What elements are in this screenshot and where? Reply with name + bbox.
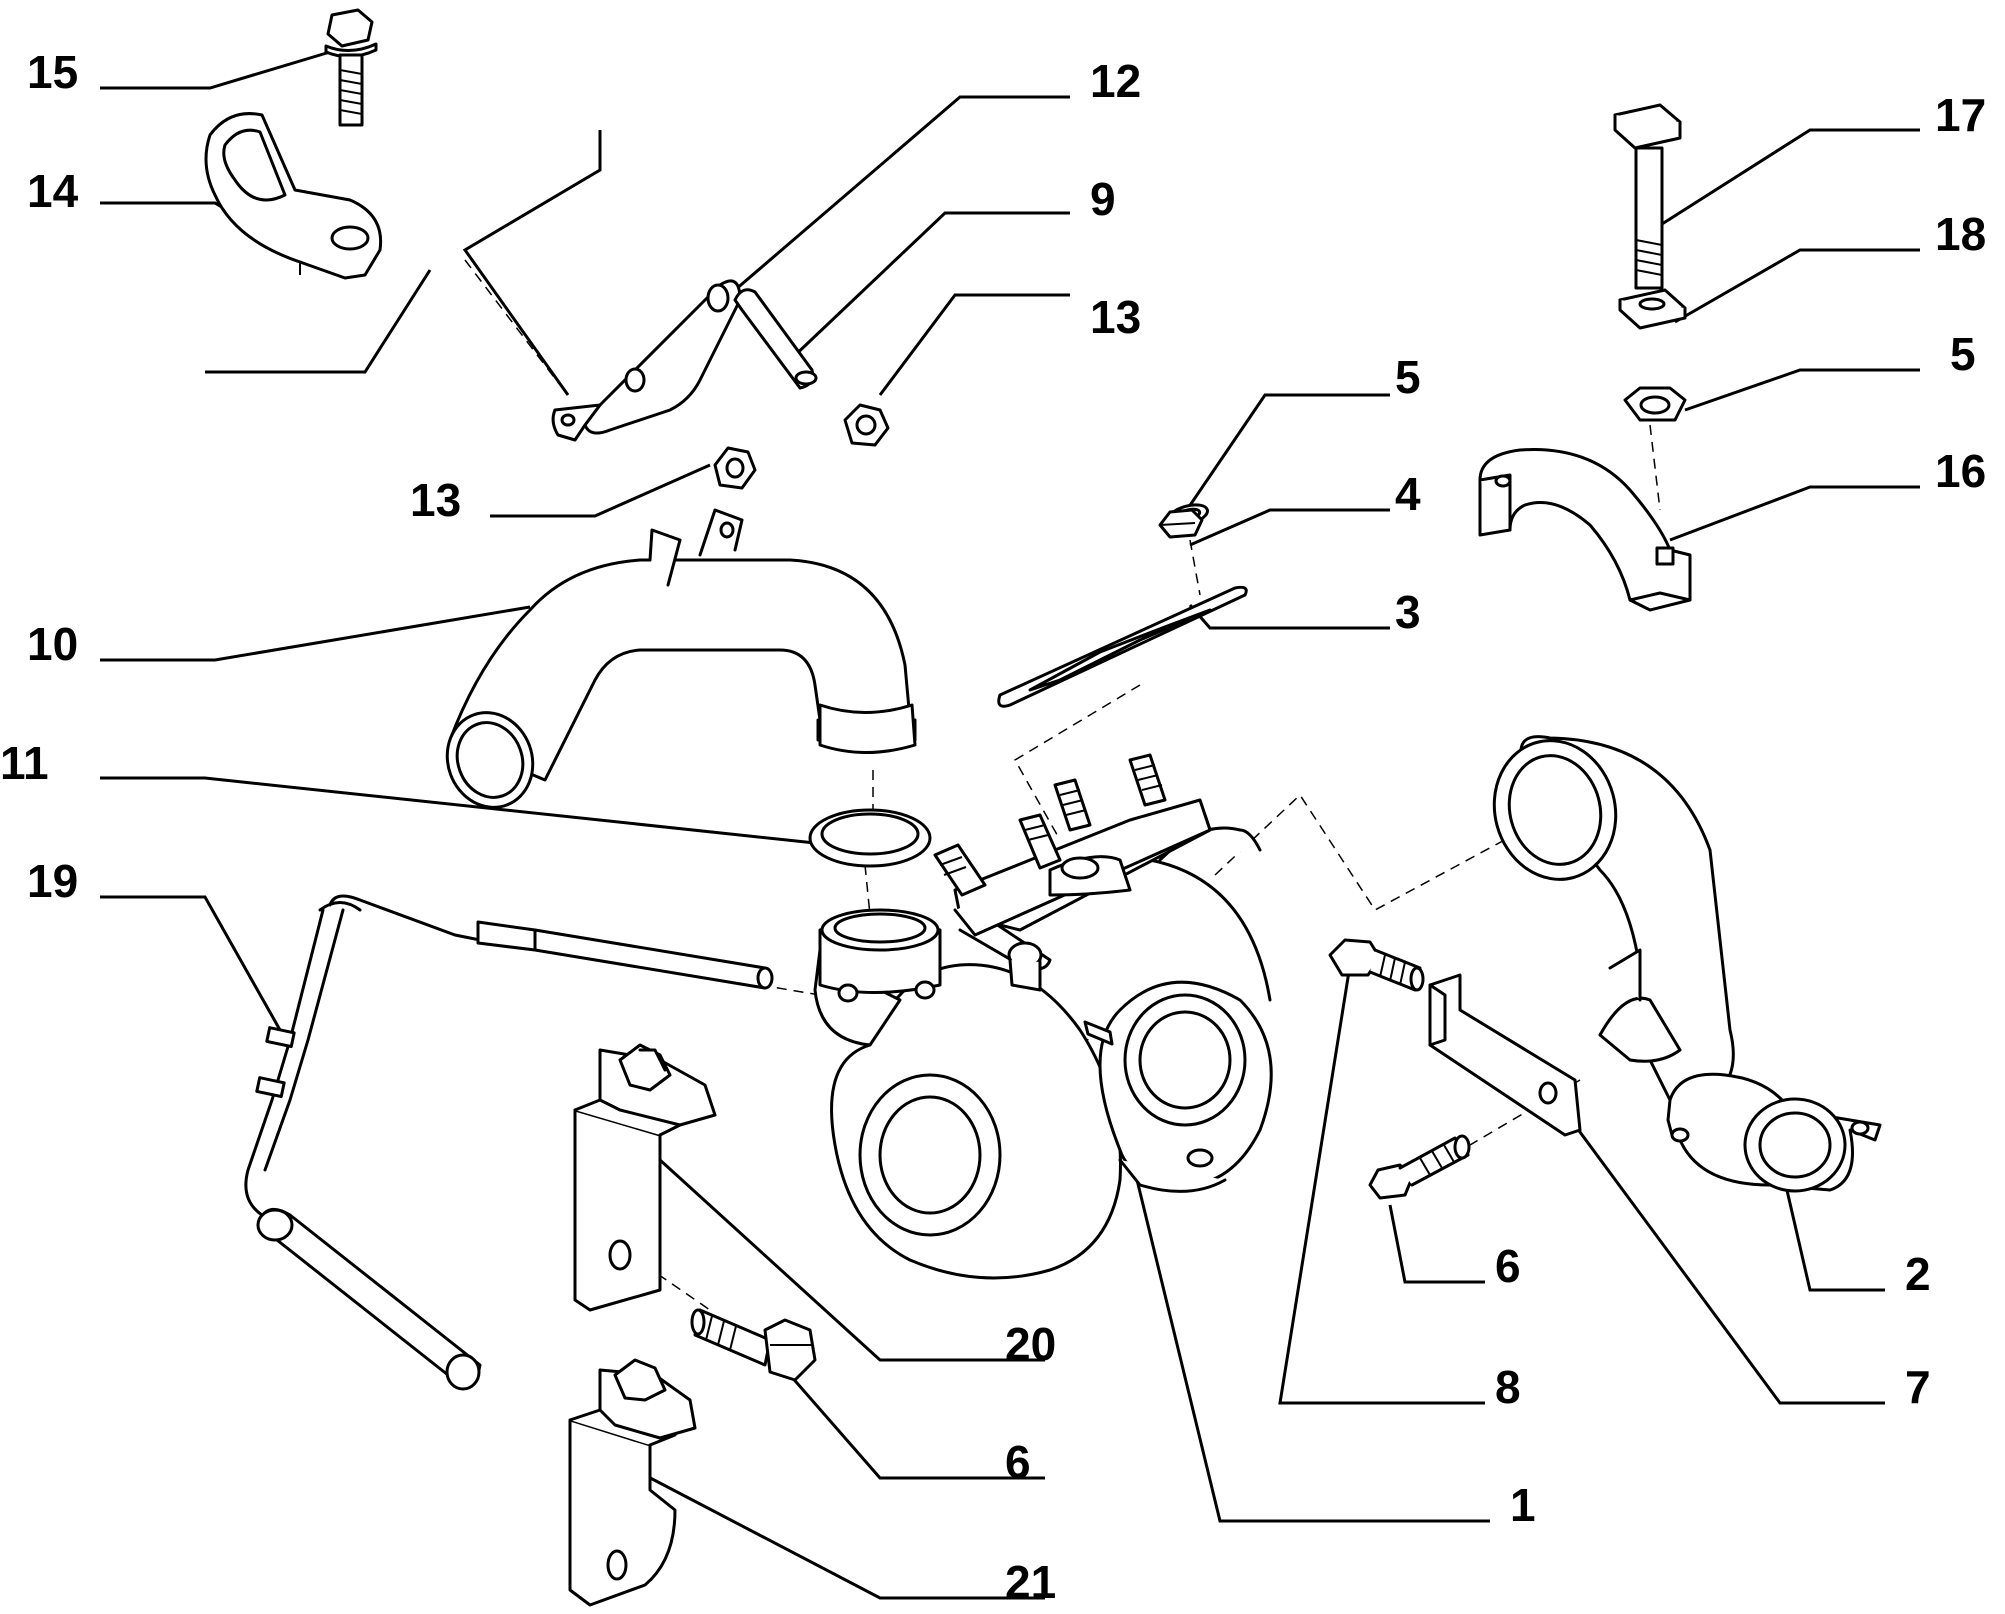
label-13b: 13 <box>410 474 461 526</box>
part-5-nut-center <box>1158 508 1204 539</box>
leader-17 <box>1639 128 1920 240</box>
leader-21 <box>634 1468 1045 1600</box>
label-4: 4 <box>1395 468 1421 520</box>
part-number-labels: 15 14 12 9 13 13 10 11 19 17 18 5 5 4 16… <box>0 46 1986 1608</box>
part-10-pipe <box>445 508 917 809</box>
leader-13a <box>878 293 1070 396</box>
part-19-hose <box>244 894 774 1391</box>
leader-6a <box>1388 1204 1485 1284</box>
part-17-bolt <box>1613 103 1682 290</box>
leader-7 <box>1558 1104 1885 1405</box>
leader-18 <box>1674 248 1920 324</box>
label-17: 17 <box>1935 89 1986 141</box>
label-9: 9 <box>1090 173 1116 225</box>
leader-20 <box>658 1158 1045 1362</box>
part-16-half-clamp <box>1478 448 1692 612</box>
leader-9 <box>788 211 1070 362</box>
part-18-square-washer <box>1618 288 1687 330</box>
part-9-stud <box>733 288 818 390</box>
part-13-nut-b <box>713 446 757 490</box>
label-1: 1 <box>1510 1479 1536 1531</box>
label-14: 14 <box>27 165 79 217</box>
leader-2 <box>1778 1159 1885 1292</box>
leader-6b <box>788 1374 1045 1480</box>
label-6a: 6 <box>1495 1240 1521 1292</box>
label-5b: 5 <box>1950 328 1976 380</box>
leader-4 <box>1189 508 1390 547</box>
part-11-gasket <box>808 808 932 868</box>
part-6-bolt-lower <box>690 1308 817 1382</box>
label-7: 7 <box>1905 1361 1931 1413</box>
label-20: 20 <box>1005 1318 1056 1370</box>
label-8: 8 <box>1495 1361 1521 1413</box>
leader-lines <box>100 50 1920 1600</box>
label-18: 18 <box>1935 208 1986 260</box>
label-10: 10 <box>27 618 78 670</box>
leader-11 <box>100 776 816 845</box>
label-6b: 6 <box>1005 1436 1031 1488</box>
label-3: 3 <box>1395 586 1421 638</box>
part-8-bolt <box>1328 938 1425 992</box>
leader-3 <box>1188 604 1390 630</box>
label-13a: 13 <box>1090 291 1141 343</box>
leader-16 <box>1669 485 1920 542</box>
ghost-line-left <box>462 130 602 396</box>
part-20-bracket <box>573 1043 717 1312</box>
label-19: 19 <box>27 855 78 907</box>
leader-12 <box>734 95 1070 292</box>
leader-10 <box>100 605 531 662</box>
label-11: 11 <box>0 737 49 789</box>
leader-13b <box>490 463 711 518</box>
leader-5a <box>1178 393 1390 521</box>
label-5a: 5 <box>1395 351 1421 403</box>
leader-1 <box>1118 1109 1490 1523</box>
leader-15 <box>100 50 331 90</box>
label-16: 16 <box>1935 445 1986 497</box>
label-21: 21 <box>1005 1556 1056 1608</box>
part-21-bracket <box>568 1358 697 1607</box>
part-15-bolt <box>324 8 378 127</box>
part-13-nut-a <box>843 403 890 447</box>
leader-19 <box>100 895 282 1031</box>
part-12-bracket <box>205 269 742 442</box>
leader-5b <box>1684 368 1920 412</box>
label-12: 12 <box>1090 55 1141 107</box>
label-15: 15 <box>27 46 78 98</box>
part-1-turbocharger <box>813 753 1273 1280</box>
part-6-bolt-right <box>1368 1134 1471 1200</box>
part-7-strap <box>1428 973 1582 1137</box>
label-2: 2 <box>1905 1248 1931 1300</box>
leader-8 <box>1278 964 1485 1405</box>
part-3-gasket-plate <box>997 585 1248 708</box>
part-2-elbow <box>1492 735 1882 1193</box>
part-14-clamp <box>204 112 383 280</box>
part-5-nut-right <box>1623 386 1687 422</box>
